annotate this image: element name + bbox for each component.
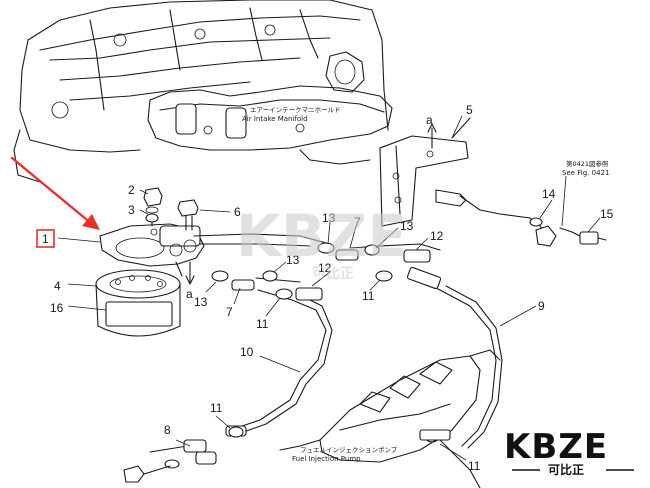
air-intake-manifold	[147, 85, 393, 165]
callout-13-c: 13	[286, 253, 300, 267]
fuel-injection-pump	[279, 349, 501, 488]
callout-11-b: 11	[256, 317, 269, 331]
callout-5: 5	[466, 103, 473, 117]
callout-11-d: 11	[468, 459, 481, 473]
brand-logo: KBZE 可比正	[504, 427, 634, 477]
callout-13-b: 13	[400, 219, 414, 233]
engine-block	[13, 0, 389, 183]
bolt-2	[143, 187, 163, 227]
caption-see-fig-en: See Fig. 0421	[562, 169, 609, 177]
callout-7-lower: 7	[226, 305, 233, 319]
callout-12-a: 12	[430, 229, 444, 243]
callout-12-b: 12	[318, 261, 332, 275]
fitting-8	[123, 439, 217, 483]
fuel-pipes	[193, 195, 607, 449]
callout-9: 9	[538, 299, 545, 313]
watermark-text: KBZE	[236, 202, 407, 270]
callout-3: 3	[128, 203, 135, 217]
callout-11-a: 11	[362, 289, 375, 303]
caption-fuel-pump-en: Fuel Injection Pump	[292, 455, 361, 463]
leader-lines	[57, 115, 601, 461]
callout-14: 14	[542, 187, 556, 201]
watermark: KBZE 可比正	[236, 202, 407, 282]
caption-air-intake-jp: エアーインテークマニホールド	[250, 106, 341, 114]
logo-sub: 可比正	[548, 462, 584, 477]
callout-6: 6	[234, 205, 241, 219]
callout-15: 15	[600, 207, 614, 221]
callout-8: 8	[164, 423, 171, 437]
callout-13-d: 13	[194, 295, 208, 309]
view-label-a-top: a	[426, 113, 433, 127]
logo-text: KBZE	[504, 427, 608, 467]
caption-fuel-pump-jp: フュエルインジェクションポンプ	[300, 446, 398, 454]
fuel-filter-4	[95, 269, 181, 337]
callout-7-upper: 7	[354, 215, 361, 229]
filter-head-1	[99, 223, 205, 277]
callout-13-a: 13	[322, 211, 336, 225]
callout-numbers: 1 2 3 4 5 6 7 7 8 9 10 11 11 11 11 12 12…	[42, 103, 614, 473]
callout-11-c: 11	[210, 401, 223, 415]
bracket-5	[379, 117, 471, 227]
callout-4: 4	[54, 279, 61, 293]
view-label-a-bottom: a	[186, 287, 193, 301]
caption-air-intake-en: Air Intake Manifold	[242, 115, 308, 123]
callout-16: 16	[50, 301, 64, 315]
caption-see-fig-jp: 第0421図参照	[566, 159, 609, 168]
highlight-box	[36, 229, 55, 248]
callout-10: 10	[240, 345, 254, 359]
view-arrow-bottom	[185, 261, 195, 285]
watermark-sub: 可比正	[312, 265, 354, 282]
callout-2: 2	[128, 183, 135, 197]
callout-1: 1	[42, 232, 49, 246]
highlight-arrow	[10, 156, 100, 230]
bolt-6	[177, 199, 199, 231]
